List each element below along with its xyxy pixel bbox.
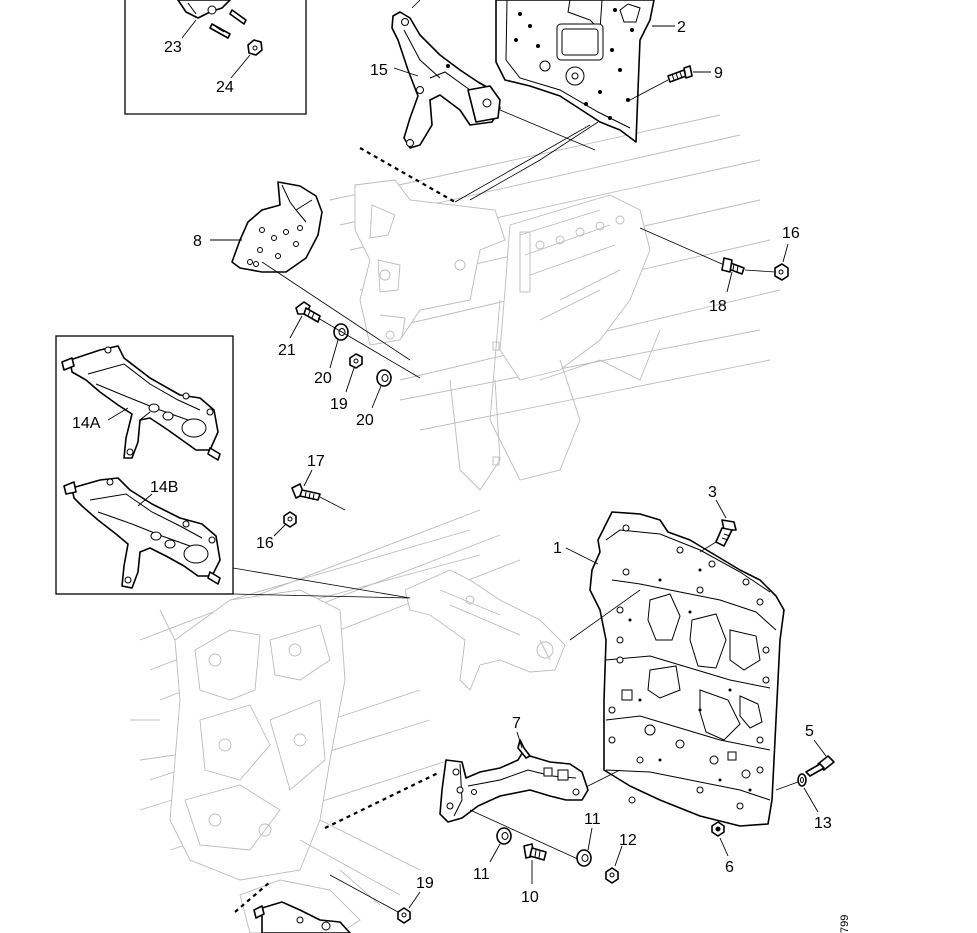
callout-20-a: 20 xyxy=(314,370,332,387)
callout-12: 12 xyxy=(619,832,637,849)
callout-17: 17 xyxy=(307,453,325,470)
callout-16-mid: 16 xyxy=(256,535,274,552)
bolt-10 xyxy=(523,843,547,861)
bolt-21 xyxy=(295,301,321,323)
callout-1: 1 xyxy=(553,540,562,557)
part-15-bracket xyxy=(391,0,596,151)
part-7-bracket xyxy=(439,739,589,861)
chassis-frame-ghost xyxy=(130,114,781,933)
callout-24: 24 xyxy=(216,79,234,96)
bolt-9 xyxy=(629,65,693,101)
callout-3: 3 xyxy=(708,484,717,501)
nut-16-top xyxy=(744,263,789,281)
part-2-panel xyxy=(469,0,655,201)
washer-11-a xyxy=(496,827,512,845)
callout-9: 9 xyxy=(714,65,723,82)
bolt-5 xyxy=(805,755,835,777)
bolt-17 xyxy=(291,483,346,511)
callout-16-top: 16 xyxy=(782,225,800,242)
callout-5: 5 xyxy=(805,723,814,740)
callout-23: 23 xyxy=(164,39,182,56)
nut-19-top xyxy=(349,353,363,369)
callout-14a: 14A xyxy=(72,415,101,432)
callout-19-bottom: 19 xyxy=(416,875,434,892)
callout-11-b: 11 xyxy=(584,811,601,828)
washer-20-a xyxy=(333,323,349,341)
partial-bracket-bottom xyxy=(253,901,351,933)
bolt-icon xyxy=(229,9,247,25)
part-8-bracket xyxy=(231,181,411,361)
dashed-leader xyxy=(324,771,441,829)
callout-19-top: 19 xyxy=(330,396,348,413)
part-14a-crossmember xyxy=(61,345,221,461)
inset-box-top: 23 24 xyxy=(124,0,307,115)
nut-19-bottom xyxy=(329,874,411,924)
callout-14b: 14B xyxy=(150,479,178,496)
washer-13 xyxy=(775,773,807,791)
washer-11-b xyxy=(576,849,592,867)
inset-box-crossmember: 14A 14B xyxy=(55,335,234,595)
callout-20-b: 20 xyxy=(356,412,374,429)
bolt-icon xyxy=(209,23,231,39)
callout-21: 21 xyxy=(278,342,296,359)
nut-12 xyxy=(605,867,619,884)
bolt-18 xyxy=(639,227,745,275)
bolt-3 xyxy=(699,519,737,553)
dashed-leader xyxy=(359,147,456,203)
washer-20-b xyxy=(376,369,392,387)
part-1-panel xyxy=(569,511,785,827)
callout-15: 15 xyxy=(370,62,388,79)
callout-11-a: 11 xyxy=(473,866,490,883)
figure-reference: 799 xyxy=(839,915,851,933)
nut-16-mid xyxy=(283,511,297,528)
callout-2: 2 xyxy=(677,19,686,36)
nut-icon xyxy=(247,39,263,56)
callout-8: 8 xyxy=(193,233,202,250)
part-14b-crossmember xyxy=(63,477,221,589)
callout-6: 6 xyxy=(725,859,734,876)
nut-6 xyxy=(711,821,725,837)
callout-13: 13 xyxy=(814,815,832,832)
callout-10: 10 xyxy=(521,889,539,906)
callout-7: 7 xyxy=(512,715,521,732)
callout-18: 18 xyxy=(709,298,727,315)
